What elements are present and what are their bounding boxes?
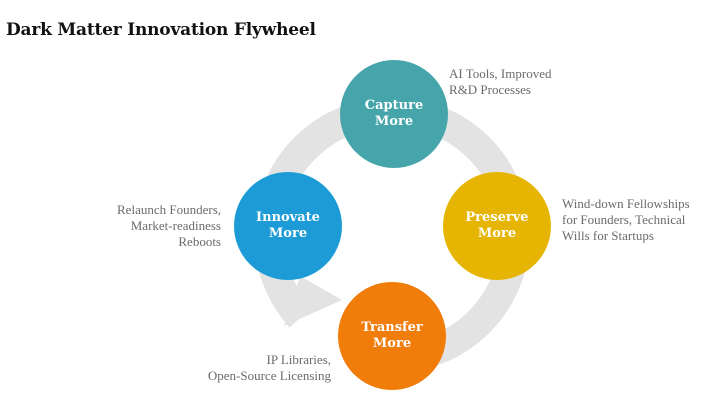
- innovate-more-node: Innovate More: [234, 172, 342, 280]
- capture-note: AI Tools, Improved R&D Processes: [449, 66, 551, 98]
- transfer-note: IP Libraries, Open-Source Licensing: [208, 352, 331, 384]
- innovate-note-line1: Relaunch Founders,: [117, 202, 221, 217]
- capture-more-node: Capture More: [340, 60, 448, 168]
- preserve-more-node: Preserve More: [443, 172, 551, 280]
- transfer-node-line2: More: [372, 336, 412, 351]
- flywheel-arrowhead: [284, 276, 342, 326]
- innovate-note-line2: Market-readiness: [130, 218, 221, 233]
- capture-node-line1: Capture: [364, 98, 424, 113]
- preserve-note-line3: Wills for Startups: [562, 228, 654, 243]
- preserve-node-line2: More: [477, 226, 517, 241]
- innovate-node-line2: More: [268, 226, 308, 241]
- preserve-node-line1: Preserve: [465, 210, 529, 225]
- capture-note-line1: AI Tools, Improved: [449, 66, 552, 81]
- preserve-note-line1: Wind-down Fellowships: [562, 196, 690, 211]
- preserve-note-line2: for Founders, Technical: [562, 212, 686, 227]
- transfer-node-line1: Transfer: [361, 320, 423, 335]
- transfer-note-line2: Open-Source Licensing: [207, 368, 331, 383]
- capture-note-line2: R&D Processes: [449, 82, 531, 97]
- capture-node-line2: More: [374, 114, 414, 129]
- innovate-node-line1: Innovate: [256, 210, 320, 225]
- innovate-note-line3: Reboots: [178, 234, 221, 249]
- transfer-more-node: Transfer More: [338, 282, 446, 390]
- preserve-note: Wind-down Fellowships for Founders, Tech…: [562, 196, 690, 244]
- innovate-note: Relaunch Founders, Market-readiness Rebo…: [117, 202, 221, 250]
- transfer-note-line1: IP Libraries,: [266, 352, 332, 367]
- page-title: Dark Matter Innovation Flywheel: [6, 20, 316, 40]
